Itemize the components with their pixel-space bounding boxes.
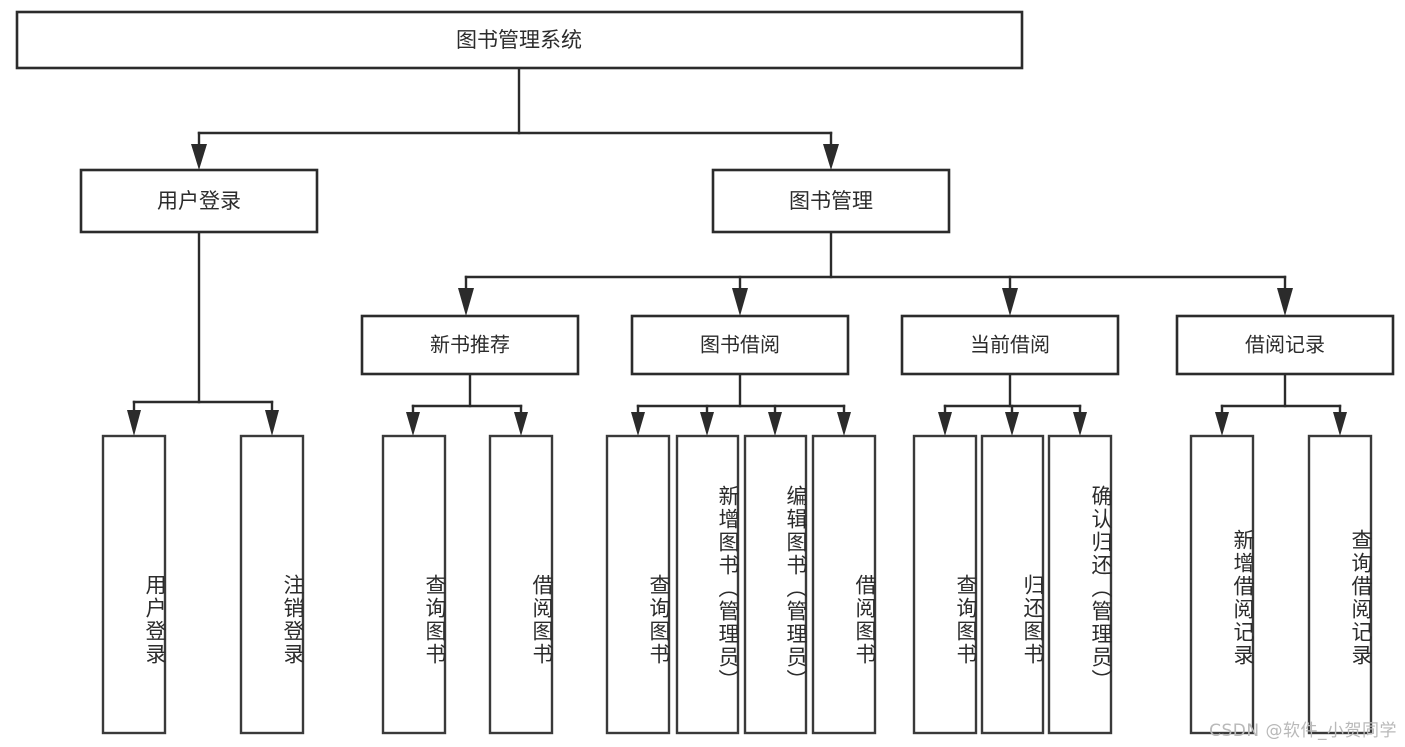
book-management-box[interactable] bbox=[711, 168, 951, 234]
leaf-boxes-book-borrow bbox=[605, 434, 877, 735]
connectors-book-borrow-to-leaves bbox=[631, 372, 851, 436]
leaf-box-bb-add-book[interactable] bbox=[675, 434, 740, 735]
leaf-box-bb-edit-book[interactable] bbox=[743, 434, 808, 735]
arrow-leaf-logout bbox=[265, 410, 279, 436]
arrow-nb-query-book bbox=[406, 412, 420, 436]
leaf-box-cb-confirm-return[interactable] bbox=[1047, 434, 1113, 735]
arrow-br-add-record bbox=[1215, 412, 1229, 436]
connectors-borrow-record-to-leaves bbox=[1215, 372, 1347, 436]
arrow-bb-edit-book bbox=[768, 412, 782, 436]
csdn-watermark: CSDN @软件_小贺同学 bbox=[1209, 721, 1397, 741]
leaf-box-nb-query-book[interactable] bbox=[381, 434, 447, 735]
arrow-cb-confirm-return bbox=[1073, 412, 1087, 436]
leaf-box-user-login[interactable] bbox=[101, 434, 167, 735]
book-borrow-label: 图书借阅 bbox=[700, 333, 780, 357]
node-user-login[interactable]: 用户登录 bbox=[79, 168, 319, 234]
current-borrow-box[interactable] bbox=[900, 314, 1120, 376]
leaf-box-bb-query-book[interactable] bbox=[605, 434, 671, 735]
arrow-current-borrow bbox=[1002, 288, 1018, 316]
arrow-cb-query-book bbox=[938, 412, 952, 436]
root-box[interactable] bbox=[15, 10, 1024, 70]
user-login-label: 用户登录 bbox=[157, 189, 241, 213]
arrow-bb-borrow-book bbox=[837, 412, 851, 436]
leaf-box-nb-borrow-book[interactable] bbox=[488, 434, 554, 735]
new-book-recommend-label: 新书推荐 bbox=[430, 333, 510, 357]
node-borrow-record[interactable]: 借阅记录 bbox=[1175, 314, 1395, 376]
leaf-boxes-borrow-record bbox=[1189, 434, 1373, 735]
leaf-box-cb-query-book[interactable] bbox=[912, 434, 978, 735]
arrow-book-mgmt bbox=[823, 144, 839, 170]
connectors-book-mgmt-to-level3 bbox=[458, 230, 1293, 316]
leaf-boxes-user-login bbox=[101, 434, 305, 735]
book-borrow-box[interactable] bbox=[630, 314, 850, 376]
arrow-new-book-recommend bbox=[458, 288, 474, 316]
user-login-box[interactable] bbox=[79, 168, 319, 234]
connectors-current-borrow-to-leaves bbox=[938, 372, 1087, 436]
connectors-new-book-to-leaves bbox=[406, 372, 528, 436]
arrow-cb-return-book bbox=[1005, 412, 1019, 436]
connectors-user-login-to-leaves bbox=[127, 230, 279, 436]
arrow-book-borrow bbox=[732, 288, 748, 316]
arrow-bb-query-book bbox=[631, 412, 645, 436]
current-borrow-label: 当前借阅 bbox=[970, 333, 1050, 357]
book-management-label: 图书管理 bbox=[789, 189, 873, 213]
leaf-boxes-new-book-recommend bbox=[381, 434, 554, 735]
leaf-box-cb-return-book[interactable] bbox=[980, 434, 1045, 735]
node-new-book-recommend[interactable]: 新书推荐 bbox=[360, 314, 580, 376]
borrow-record-box[interactable] bbox=[1175, 314, 1395, 376]
node-current-borrow[interactable]: 当前借阅 bbox=[900, 314, 1120, 376]
leaf-box-logout[interactable] bbox=[239, 434, 305, 735]
arrow-leaf-user-login bbox=[127, 410, 141, 436]
new-book-recommend-box[interactable] bbox=[360, 314, 580, 376]
borrow-record-label: 借阅记录 bbox=[1245, 333, 1325, 357]
leaf-box-bb-borrow-book[interactable] bbox=[811, 434, 877, 735]
arrow-nb-borrow-book bbox=[514, 412, 528, 436]
connectors-root-to-level2 bbox=[191, 66, 839, 170]
arrow-borrow-record bbox=[1277, 288, 1293, 316]
leaf-box-br-add-record[interactable] bbox=[1189, 434, 1255, 735]
root-label: 图书管理系统 bbox=[456, 28, 582, 52]
leaf-box-br-query-record[interactable] bbox=[1307, 434, 1373, 735]
arrow-user-login bbox=[191, 144, 207, 170]
node-book-management[interactable]: 图书管理 bbox=[711, 168, 951, 234]
arrow-bb-add-book bbox=[700, 412, 714, 436]
arrow-br-query-record bbox=[1333, 412, 1347, 436]
leaf-boxes-current-borrow bbox=[912, 434, 1113, 735]
node-root[interactable]: 图书管理系统 bbox=[15, 10, 1024, 70]
node-book-borrow[interactable]: 图书借阅 bbox=[630, 314, 850, 376]
